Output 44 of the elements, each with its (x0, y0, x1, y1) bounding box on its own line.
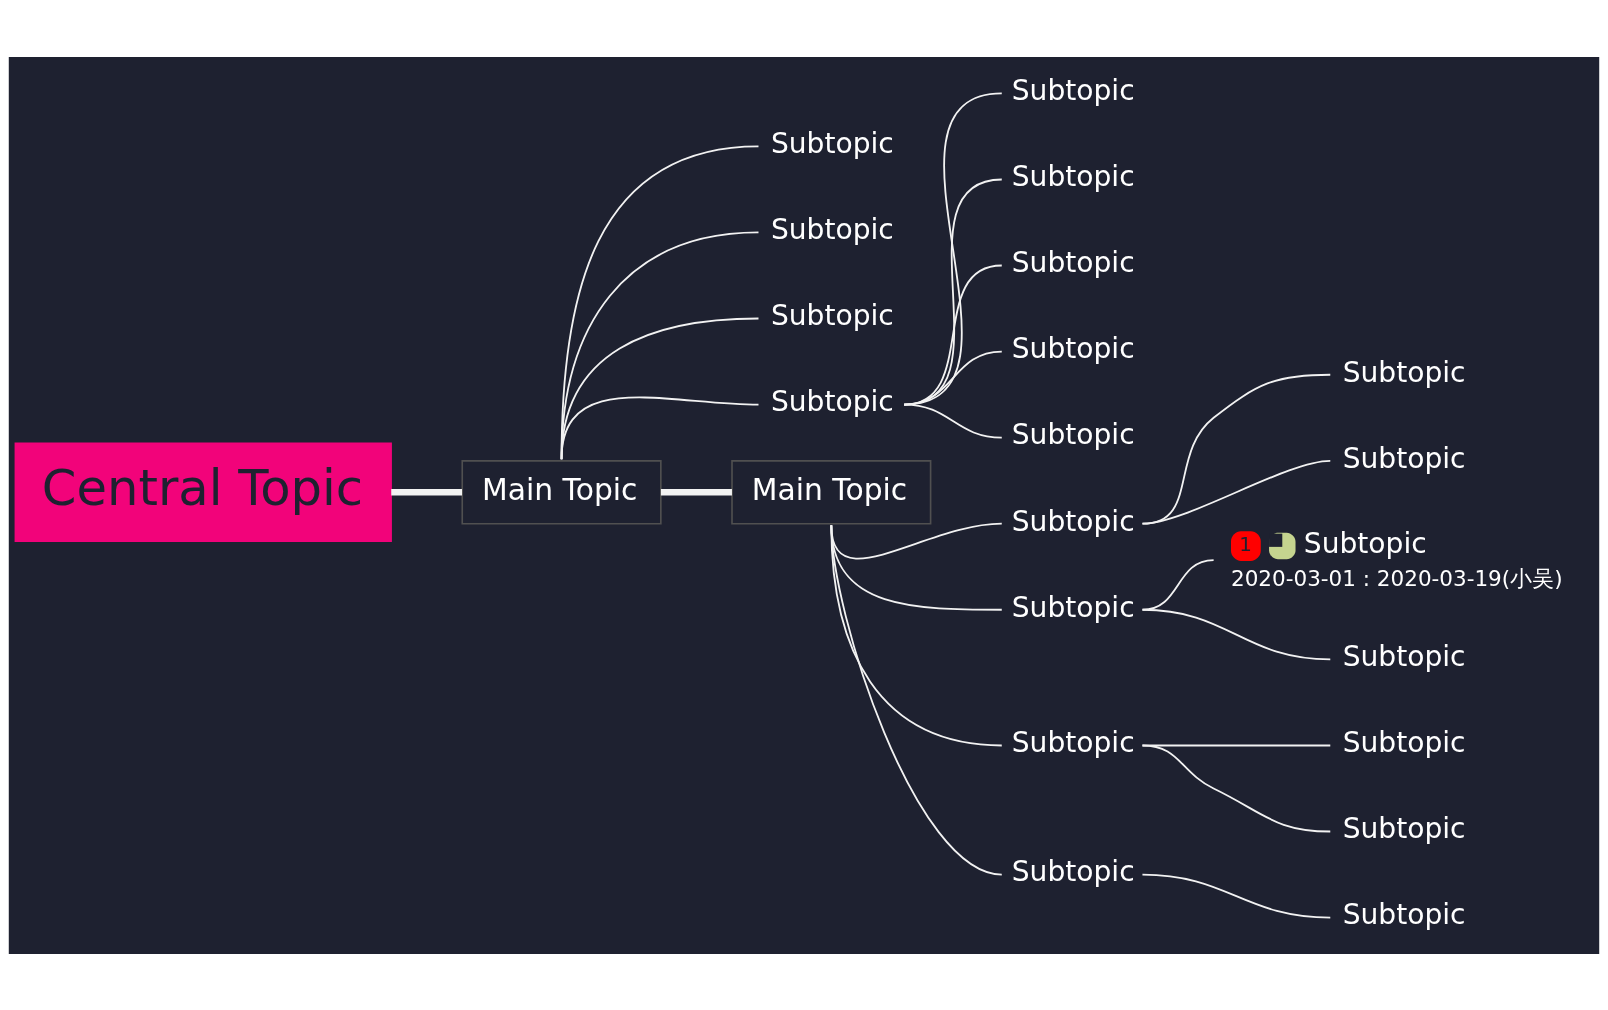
connector (560, 317, 760, 460)
node-text: Subtopic (1011, 417, 1135, 451)
node-text: Subtopic (1011, 725, 1135, 759)
node-text: Subtopic (1011, 854, 1135, 888)
connector (903, 350, 1003, 405)
node-text: Subtopic (1342, 725, 1466, 759)
node-text: Subtopic (770, 212, 894, 246)
connector (830, 523, 1003, 611)
connector (830, 523, 1003, 875)
connector (560, 144, 760, 460)
connector (1141, 373, 1332, 525)
connector (830, 523, 1003, 746)
connector (560, 396, 760, 460)
connector (391, 488, 462, 496)
node-text: Subtopic (770, 298, 894, 332)
node-label: Subtopic (1303, 526, 1427, 560)
connector (560, 231, 760, 460)
connector (903, 403, 1003, 439)
connector (1141, 744, 1332, 832)
node-text: Subtopic (1342, 811, 1466, 845)
node-label: 2020-03-01 : 2020-03-19(小吴) (1230, 565, 1563, 591)
node-text: Subtopic (1011, 245, 1135, 279)
node-text: Subtopic (1011, 73, 1135, 107)
connector (903, 92, 1003, 405)
node-text: Subtopic (1342, 639, 1466, 673)
node-box: Main Topic (461, 459, 662, 525)
node-text: Subtopic (1342, 441, 1466, 475)
connector (903, 264, 1003, 405)
connector (903, 178, 1003, 405)
node-text: Subtopic (770, 384, 894, 418)
node-text: Subtopic (770, 126, 894, 160)
connector (1141, 873, 1332, 918)
node-text: Subtopic (1011, 331, 1135, 365)
node-text: Subtopic (1011, 159, 1135, 193)
node-text: Subtopic (1011, 503, 1135, 537)
node-text: Subtopic (1011, 590, 1135, 624)
connector (1141, 459, 1332, 525)
node-text: Subtopic (1342, 355, 1466, 389)
node-box: Central Topic (14, 442, 392, 542)
connector (660, 488, 732, 496)
connector (1141, 608, 1332, 660)
node-box: Main Topic (731, 459, 932, 525)
connector (830, 522, 1003, 559)
node-text: Subtopic (1342, 897, 1466, 931)
